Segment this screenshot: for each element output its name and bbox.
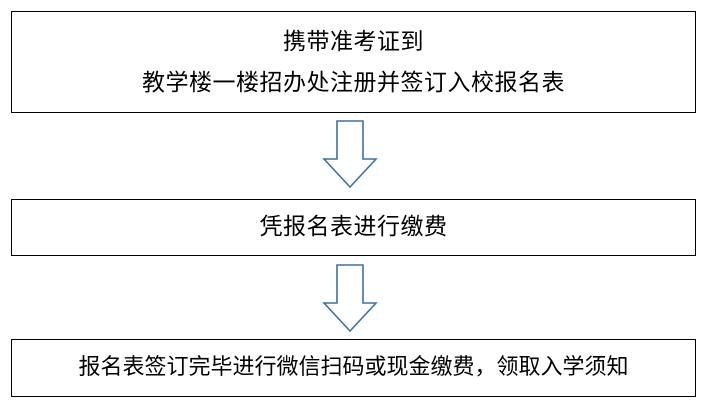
down-arrow-icon (322, 120, 378, 189)
step-1-line-1: 携带准考证到 (283, 29, 424, 55)
step-2-line-1: 凭报名表进行缴费 (259, 214, 448, 240)
step-1-box: 携带准考证到 教学楼一楼招办处注册并签订入校报名表 (11, 11, 696, 113)
step-3-box: 报名表签订完毕进行微信扫码或现金缴费，领取入学须知 (11, 339, 696, 397)
step-3-line-1: 报名表签订完毕进行微信扫码或现金缴费，领取入学须知 (78, 355, 629, 380)
down-arrow-icon (322, 264, 378, 333)
step-2-box: 凭报名表进行缴费 (11, 199, 696, 256)
step-1-line-2: 教学楼一楼招办处注册并签订入校报名表 (142, 70, 565, 96)
